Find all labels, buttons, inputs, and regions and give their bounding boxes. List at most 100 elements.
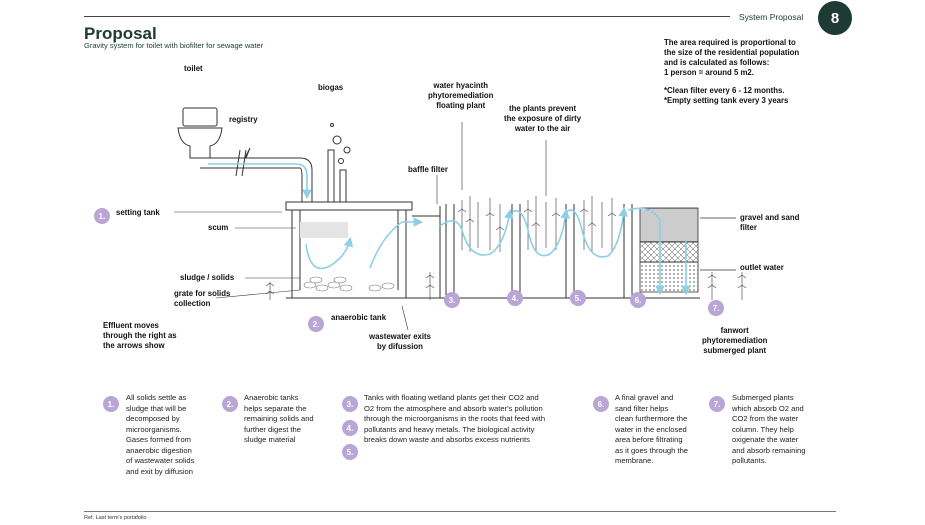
label-gravel-sand-filter: gravel and sand filter	[740, 213, 799, 233]
marker-4: 4.	[507, 290, 523, 306]
toilet-icon	[177, 107, 223, 159]
settling-tank	[285, 201, 413, 299]
desc-line: pollutants and heavy metals. The biologi…	[364, 424, 535, 434]
label-line: through the right as	[103, 331, 177, 340]
desc-line: A final gravel and	[615, 393, 674, 402]
page-subtitle: Gravity system for toilet with biofilter…	[84, 41, 264, 50]
label-line: phytoremediation	[702, 336, 768, 345]
marker-5: 5.	[570, 290, 586, 306]
area-note-line: 1 person = around 5 m2.	[664, 68, 754, 77]
description-2: Anaerobic tanks helps separate the remai…	[244, 393, 314, 446]
desc-marker-6: 6.	[593, 396, 609, 412]
desc-marker-4: 4.	[342, 420, 358, 436]
desc-line: Gases formed from	[126, 435, 191, 444]
label-anaerobic-tank: anaerobic tank	[331, 313, 387, 322]
desc-line: CO2 from the water	[732, 414, 799, 423]
desc-line: remaining solids and	[244, 414, 314, 423]
footer-rule	[84, 511, 836, 512]
label-line: floating plant	[436, 101, 486, 110]
label-outlet-water: outlet water	[740, 263, 784, 272]
description-1: All solids settle as sludge that will be…	[126, 393, 194, 477]
desc-marker-1: 1.	[103, 396, 119, 412]
label-line: fanwort	[720, 326, 749, 335]
label-biogas: biogas	[318, 83, 344, 92]
desc-line: anaerobic digestion	[126, 445, 192, 455]
marker-1: 1.	[94, 208, 110, 224]
maintenance-note: *Empty setting tank every 3 years	[664, 96, 789, 105]
desc-line: clean furthermore the	[615, 414, 688, 423]
description-3: Tanks with floating wetland plants get t…	[364, 393, 545, 446]
desc-line: water in the enclosed	[615, 424, 687, 434]
label-line: phytoremediation	[428, 91, 494, 100]
desc-line: Anaerobic tanks	[244, 393, 299, 402]
desc-line: area before filtrating	[615, 435, 683, 444]
label-line: wastewater exits	[369, 332, 431, 341]
marker-2: 2.	[308, 316, 324, 332]
desc-line: pollutants.	[732, 456, 767, 465]
floating-plants	[457, 196, 617, 252]
desc-marker-5: 5.	[342, 444, 358, 460]
area-note-line: The area required is proportional to	[664, 38, 796, 47]
section-label: System Proposal	[739, 12, 804, 22]
label-toilet: toilet	[184, 64, 203, 73]
desc-line: oxigenate the water	[732, 435, 799, 444]
desc-line: and exit by diffusion	[126, 466, 193, 476]
page-title: Proposal	[84, 24, 157, 43]
leader-lines	[174, 122, 547, 331]
fanwort-plants	[265, 272, 747, 300]
area-note-line: and is calculated as follows:	[664, 58, 770, 67]
page-number-badge: 8	[818, 1, 852, 35]
biogas-pipe	[327, 123, 351, 209]
description-6: A final gravel and sand filter helps cle…	[615, 393, 688, 467]
registry-pipe	[200, 147, 313, 208]
desc-line: through the microorganisms in the roots …	[364, 414, 546, 423]
label-line: water to the air	[514, 124, 571, 133]
desc-marker-3: 3.	[342, 396, 358, 412]
label-line: collection	[174, 299, 211, 308]
desc-line: Tanks with floating wetland plants get t…	[364, 393, 539, 402]
anaerobic-tank	[412, 206, 441, 299]
desc-line: sand filter helps	[615, 403, 669, 413]
desc-marker-2: 2.	[222, 396, 238, 412]
label-line: the plants prevent	[508, 104, 577, 113]
desc-line: breaks down waste and absorbs excess nut…	[364, 435, 530, 444]
label-setting-tank: setting tank	[116, 208, 160, 217]
desc-line: All solids settle as	[126, 393, 187, 402]
label-registry: registry	[229, 115, 258, 124]
label-wastewater-exits: wastewater exits by difussion	[369, 332, 431, 352]
label-fanwort: fanwort phytoremediation submerged plant	[702, 326, 767, 356]
desc-line: as it goes through the	[615, 445, 689, 455]
area-note: The area required is proportional to the…	[664, 38, 799, 106]
marker-3: 3.	[444, 292, 460, 308]
desc-line: decomposed by	[126, 414, 180, 423]
label-line: the exposure of dirty	[504, 114, 582, 123]
label-line: gravel and sand	[740, 213, 800, 222]
desc-line: further digest the	[244, 424, 301, 434]
label-line: Effluent moves	[103, 321, 159, 330]
desc-line: which absorb O2 and	[732, 403, 804, 413]
marker-7: 7.	[708, 300, 724, 316]
label-plants-prevent: the plants prevent the exposure of dirty…	[504, 104, 581, 134]
label-baffle-filter: baffle filter	[408, 165, 448, 174]
area-note-line: the size of the residential population	[664, 48, 800, 57]
desc-line: and absorb remaining	[732, 445, 806, 455]
gravel-sand-filter	[639, 207, 699, 293]
label-sludge: sludge / solids	[180, 273, 235, 282]
sludge	[303, 276, 395, 292]
maintenance-note: *Clean filter every 6 - 12 months.	[664, 86, 785, 95]
description-7: Submerged plants which absorb O2 and CO2…	[732, 393, 805, 467]
label-grate: grate for solids collection	[174, 289, 230, 309]
header-rule	[84, 16, 730, 17]
label-water-hyacinth: water hyacinth phytoremediation floating…	[428, 81, 493, 111]
marker-6: 6.	[630, 292, 646, 308]
label-scum: scum	[208, 223, 229, 232]
desc-line: Submerged plants	[732, 393, 794, 402]
desc-line: of wastewater solids	[126, 456, 195, 465]
desc-line: sludge material	[244, 435, 296, 444]
desc-line: microorganisms.	[126, 424, 182, 434]
label-line: grate for solids	[174, 289, 231, 298]
desc-line: sludge that will be	[126, 403, 187, 413]
label-line: filter	[740, 223, 757, 232]
label-line: submerged plant	[703, 346, 767, 355]
